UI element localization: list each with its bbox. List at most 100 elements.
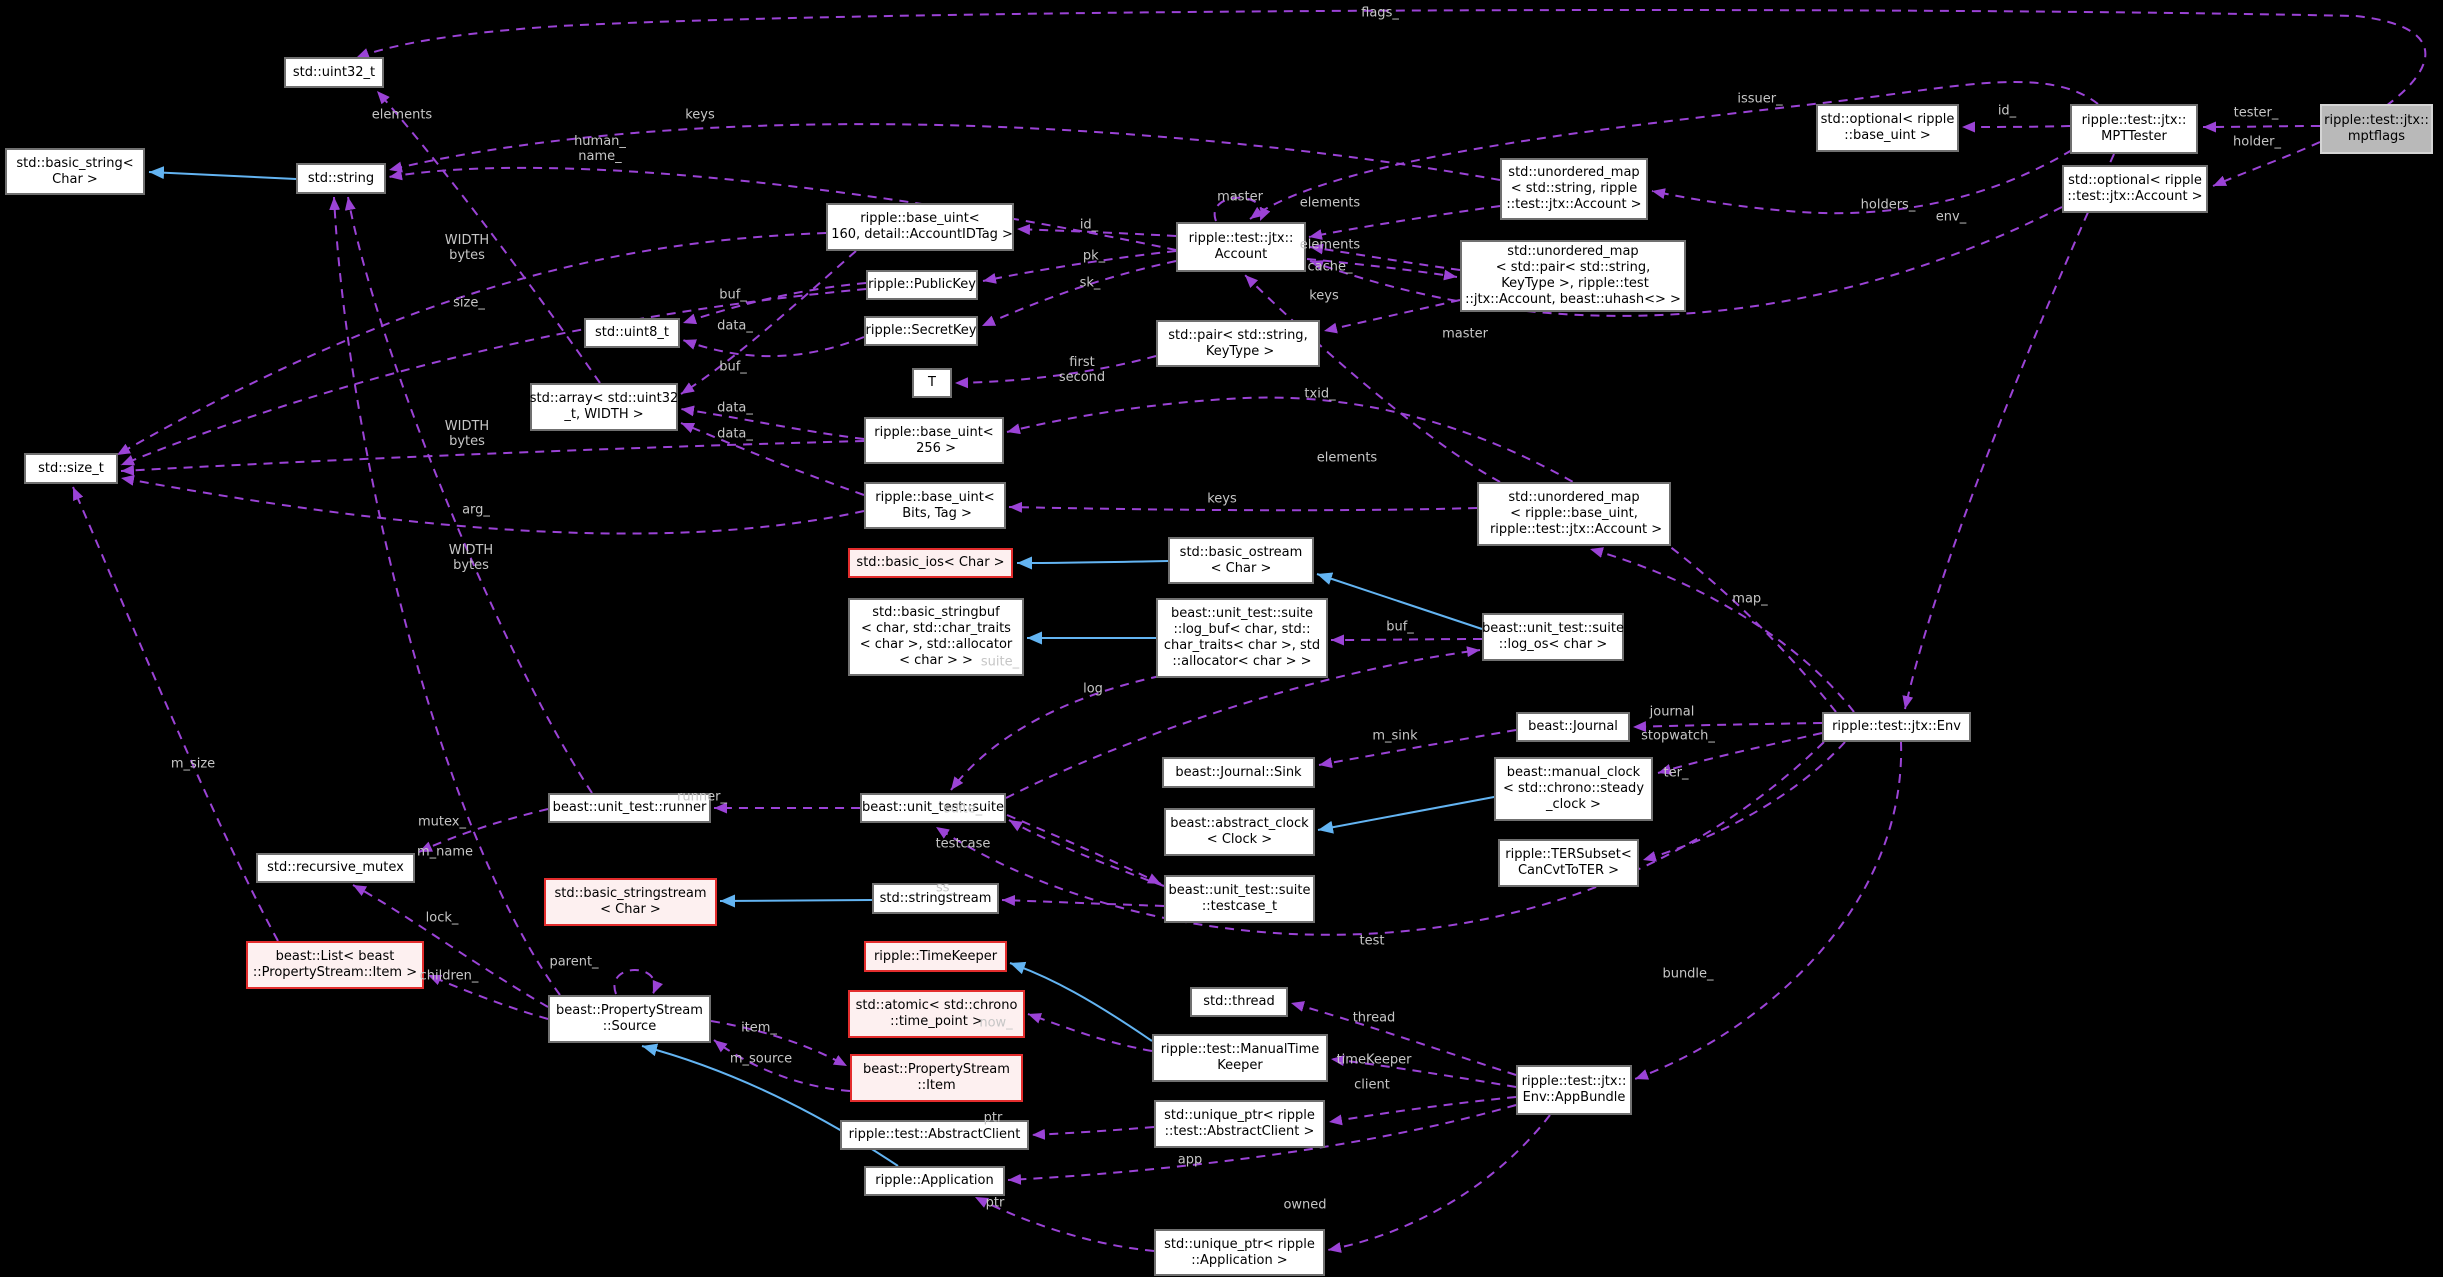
- node-secret-key[interactable]: ripple::SecretKey: [864, 316, 978, 346]
- edge-logos-ostream: [1316, 572, 1483, 630]
- edge-buf-logos: [1330, 634, 1483, 646]
- node-umap-baseuint-account[interactable]: std::unordered_map < ripple::base_uint, …: [1477, 482, 1671, 546]
- node-uint8[interactable]: std::uint8_t: [584, 318, 680, 348]
- node-size-t[interactable]: std::size_t: [24, 453, 118, 484]
- edge-label-timekeeper: timeKeeper: [1336, 1052, 1412, 1068]
- node-basic-string[interactable]: std::basic_string< Char >: [5, 148, 145, 195]
- node-array-uint32[interactable]: std::array< std::uint32 _t, WIDTH >: [530, 383, 678, 431]
- edge-pk: [982, 250, 1177, 284]
- edge-tester: [2202, 121, 2321, 133]
- edge-test: [935, 741, 1825, 936]
- edge-label-thread: thread: [1352, 1010, 1396, 1026]
- node-manual-clock[interactable]: beast::manual_clock < std::chrono::stead…: [1494, 757, 1653, 821]
- edge-keys-pair: [1323, 299, 1461, 334]
- node-recursive-mutex[interactable]: std::recursive_mutex: [256, 853, 415, 883]
- node-application[interactable]: ripple::Application: [864, 1166, 1005, 1196]
- edge-suite-logbuf: [950, 675, 1161, 791]
- node-app-bundle[interactable]: ripple::test::jtx:: Env::AppBundle: [1516, 1065, 1632, 1115]
- node-base-uint-256[interactable]: ripple::base_uint< 256 >: [864, 417, 1004, 464]
- node-mpt-tester[interactable]: ripple::test::jtx:: MPTTester: [2070, 104, 2198, 154]
- edge-stringstream-basicstringstream: [719, 894, 873, 908]
- edge-label-master-loop: master: [1217, 189, 1263, 205]
- edge-data-bits: [680, 422, 865, 496]
- edge-label-cache: cache_: [1307, 259, 1353, 275]
- node-journal-sink[interactable]: beast::Journal::Sink: [1162, 757, 1315, 788]
- edge-label-log: log: [1083, 681, 1103, 697]
- edge-width-bytes-160: [116, 232, 827, 456]
- node-atomic-timepoint[interactable]: std::atomic< std::chrono ::time_point >: [848, 990, 1025, 1038]
- node-account[interactable]: ripple::test::jtx:: Account: [1176, 222, 1306, 272]
- edge-label-now: now_: [979, 1015, 1013, 1031]
- node-umap-pair-account[interactable]: std::unordered_map < std::pair< std::str…: [1460, 240, 1686, 312]
- edge-label-elements-base-map: elements: [1316, 450, 1378, 466]
- node-abstract-clock[interactable]: beast::abstract_clock < Clock >: [1164, 808, 1315, 856]
- edge-label-client: client: [1354, 1077, 1390, 1093]
- edge-label-width-bytes-bits: WIDTH bytes: [448, 543, 494, 573]
- node-thread[interactable]: std::thread: [1190, 987, 1288, 1017]
- edge-data-256: [680, 405, 865, 440]
- node-stringstream[interactable]: std::stringstream: [872, 883, 999, 914]
- node-ps-source[interactable]: beast::PropertyStream ::Source: [548, 995, 711, 1043]
- node-uptr-application[interactable]: std::unique_ptr< ripple ::Application >: [1154, 1229, 1325, 1276]
- edge-keys-base-map: [1008, 501, 1478, 513]
- node-mptflags[interactable]: ripple::test::jtx:: mptflags: [2320, 104, 2433, 154]
- edge-label-issuer: issuer_: [1737, 91, 1783, 107]
- node-env[interactable]: ripple::test::jtx::Env: [1822, 712, 1971, 742]
- node-umap-string-account[interactable]: std::unordered_map < std::string, ripple…: [1500, 158, 1648, 220]
- node-opt-base-uint[interactable]: std::optional< ripple ::base_uint >: [1816, 104, 1959, 152]
- edge-label-stopwatch: stopwatch_: [1641, 728, 1715, 744]
- edge-label-testcase: testcase: [935, 836, 991, 852]
- node-basic-stringstream[interactable]: std::basic_stringstream < Char >: [544, 878, 717, 926]
- edge-label-runner: runner_: [677, 789, 727, 805]
- node-ter-subset[interactable]: ripple::TERSubset< CanCvtToTER >: [1498, 839, 1639, 887]
- node-basic-ostream[interactable]: std::basic_ostream < Char >: [1168, 537, 1314, 584]
- edge-size: [120, 288, 867, 466]
- node-time-keeper[interactable]: ripple::TimeKeeper: [864, 941, 1007, 972]
- edge-ptr-client: [1031, 1126, 1155, 1140]
- edge-data-160: [680, 250, 857, 395]
- edge-label-id-account: id_: [1079, 217, 1099, 233]
- edge-journal: [1632, 721, 1823, 733]
- edge-timekeeper: [1330, 1055, 1517, 1088]
- node-abstract-client[interactable]: ripple::test::AbstractClient: [840, 1120, 1029, 1150]
- edge-label-ptr-app: ptr: [985, 1195, 1005, 1211]
- edge-label-elements-str-map: elements: [1299, 195, 1361, 211]
- node-opt-account[interactable]: std::optional< ripple ::test::jtx::Accou…: [2062, 165, 2208, 213]
- edge-label-children: children_: [419, 968, 479, 984]
- node-testcase-t[interactable]: beast::unit_test::suite ::testcase_t: [1164, 875, 1315, 923]
- node-public-key[interactable]: ripple::PublicKey: [866, 270, 978, 300]
- node-base-uint-160[interactable]: ripple::base_uint< 160, detail::AccountI…: [826, 203, 1014, 251]
- node-pair-keytype[interactable]: std::pair< std::string, KeyType >: [1156, 320, 1320, 367]
- edge-m-name: [329, 196, 561, 996]
- edge-holders: [1651, 149, 2073, 215]
- edge-master-loop: [1213, 196, 1271, 222]
- node-base-uint-bits[interactable]: ripple::base_uint< Bits, Tag >: [864, 482, 1006, 529]
- node-t[interactable]: T: [912, 368, 952, 398]
- edge-label-tester: tester_: [2233, 105, 2279, 121]
- edge-label-env: env_: [1935, 209, 1967, 225]
- edge-label-journal: journal: [1649, 704, 1695, 720]
- node-string[interactable]: std::string: [296, 163, 386, 194]
- node-log-os[interactable]: beast::unit_test::suite ::log_os< char >: [1482, 613, 1624, 661]
- node-manual-time-keeper[interactable]: ripple::test::ManualTime Keeper: [1152, 1034, 1328, 1082]
- node-basic-stringbuf[interactable]: std::basic_stringbuf < char, std::char_t…: [848, 598, 1024, 676]
- node-ps-item[interactable]: beast::PropertyStream ::Item: [850, 1054, 1023, 1102]
- node-basic-ios[interactable]: std::basic_ios< Char >: [848, 548, 1013, 578]
- edge-label-m-size: m_size: [170, 756, 216, 772]
- node-list-item[interactable]: beast::List< beast ::PropertyStream::Ite…: [246, 941, 424, 989]
- node-uptr-abstract-client[interactable]: std::unique_ptr< ripple ::test::Abstract…: [1154, 1100, 1325, 1148]
- node-suite[interactable]: beast::unit_test::suite: [860, 793, 1006, 823]
- edge-children: [427, 974, 549, 1020]
- edge-ptr-app: [974, 1196, 1155, 1252]
- node-uint32[interactable]: std::uint32_t: [284, 57, 384, 88]
- edge-map: [1589, 547, 1855, 713]
- edge-label-map: map_: [1732, 591, 1768, 607]
- edge-label-width-bytes-160: WIDTH bytes: [444, 233, 490, 263]
- node-journal[interactable]: beast::Journal: [1516, 712, 1630, 742]
- edge-label-ss: ss_: [935, 880, 957, 896]
- edge-label-buf-sk: buf_: [719, 359, 747, 375]
- node-runner[interactable]: beast::unit_test::runner: [548, 793, 711, 823]
- edge-manualtimekeeper-timekeeper: [1009, 961, 1153, 1042]
- node-log-buf[interactable]: beast::unit_test::suite ::log_buf< char,…: [1156, 598, 1328, 678]
